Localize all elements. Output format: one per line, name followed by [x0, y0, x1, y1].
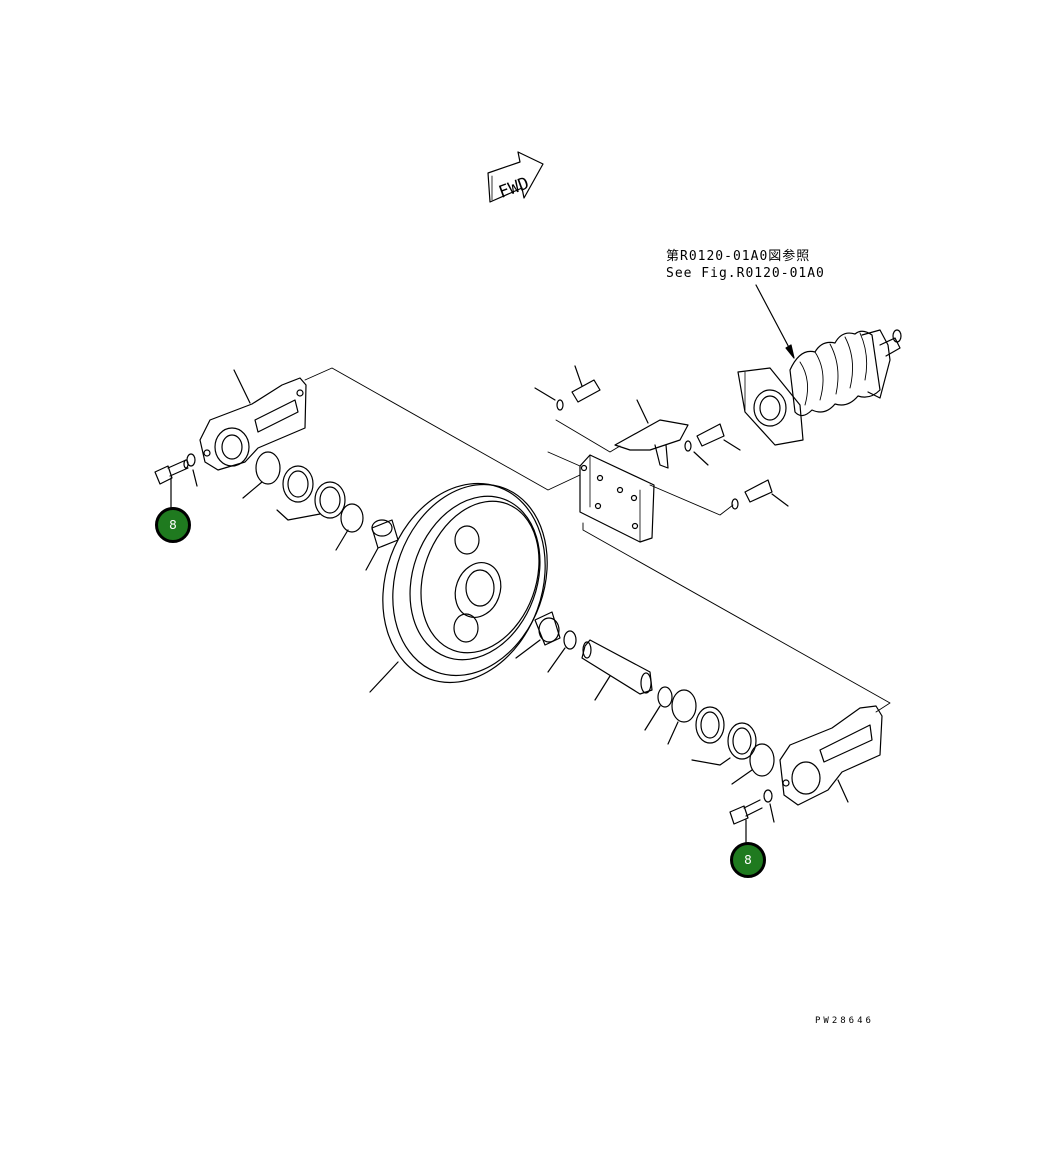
recoil-spring-assembly — [737, 329, 902, 446]
reference-note-en: See Fig.R0120-01A0 — [666, 266, 825, 281]
left-bolt-icon — [154, 453, 198, 509]
idler-shaft — [581, 639, 653, 701]
reference-leader — [755, 284, 795, 359]
left-seal-set — [242, 451, 399, 571]
assembly-leader-lines — [304, 367, 891, 713]
clip-bolts — [534, 365, 789, 510]
right-seal-set — [515, 611, 775, 785]
fwd-arrow-icon: FWD — [487, 151, 544, 203]
fwd-label: FWD — [496, 173, 532, 202]
drawing-number: PW28646 — [815, 1016, 874, 1026]
callout-marker[interactable]: 8 — [730, 842, 766, 878]
right-bearing-housing — [779, 705, 883, 806]
idler-wheel — [369, 482, 548, 693]
reference-note-jp: 第R0120-01A0図参照 — [666, 249, 811, 264]
callout-marker[interactable]: 8 — [155, 507, 191, 543]
guard-bracket — [579, 454, 655, 543]
left-bearing-housing — [199, 369, 307, 471]
guard-clip — [614, 399, 689, 469]
reference-note: 第R0120-01A0図参照 See Fig.R0120-01A0 — [666, 248, 825, 282]
right-bolt-icon — [729, 789, 775, 845]
